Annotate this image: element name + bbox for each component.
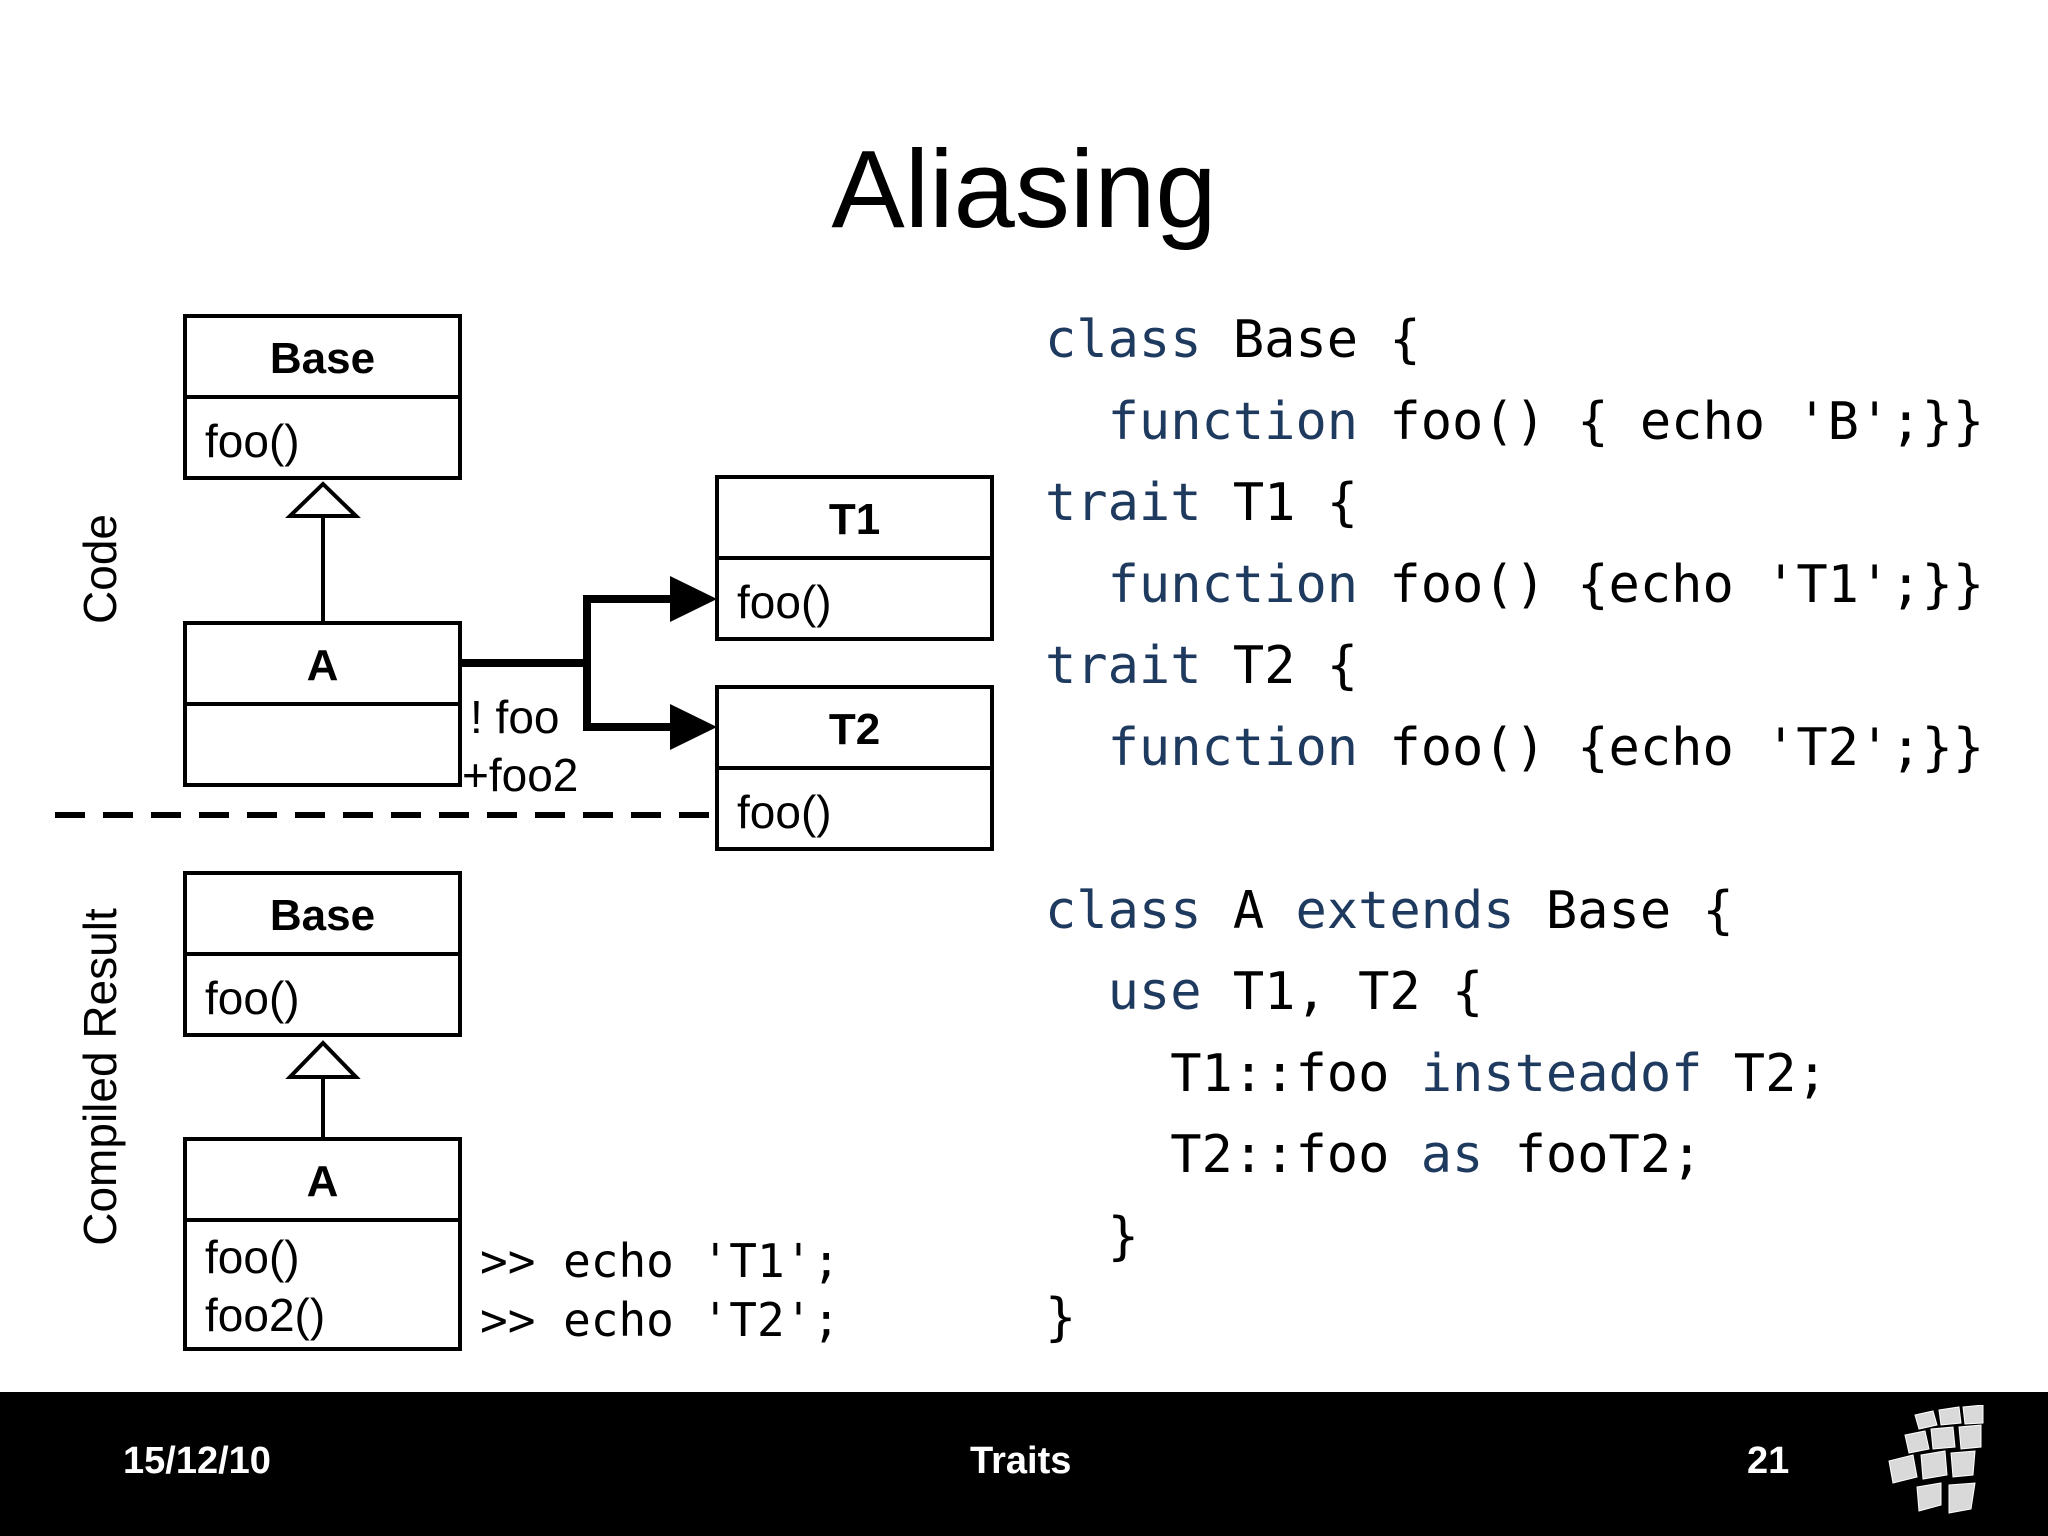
code-line: function foo() { echo 'B';}} [1045,382,1985,464]
code-keyword: function [1107,391,1359,452]
compiled-a-method-foo2: foo2() [205,1289,326,1341]
relation-exclude-label: ! foo [470,691,560,743]
code-text: T1::foo [1045,1043,1421,1104]
compiled-a-class-box [183,1137,462,1351]
code-text: Base { [1514,880,1734,941]
code-keyword: as [1420,1125,1484,1185]
footer-page-number: 21 [1747,1440,1790,1482]
code-text: T1, T2 { [1201,962,1484,1022]
footer-logo-icon [1888,1405,1984,1514]
code-keyword: trait [1045,636,1202,696]
code-line: } [1045,1278,1984,1360]
footer-title: Traits [970,1440,1072,1482]
code-keyword: use [1107,962,1202,1022]
code-text: } [1045,1288,1077,1348]
code-base-method: foo() [205,415,300,467]
code-text [1045,555,1108,615]
code-keyword: function [1107,554,1359,615]
t2-method: foo() [737,786,832,838]
code-text [1045,392,1108,452]
footer-date: 15/12/10 [123,1440,271,1482]
code-line: T1::foo insteadof T2; [1045,1034,1984,1116]
code-line: function foo() {echo 'T2';}} [1045,708,1985,790]
compiled-echo-t2: >> echo 'T2'; [480,1293,841,1347]
use-relation-t2-line [583,663,675,731]
code-line: trait T2 { [1045,626,1984,708]
code-text: Base { [1201,310,1421,370]
code-line: class A extends Base { [1045,871,1984,953]
code-a-class-name: A [306,641,339,690]
code-keyword: extends [1295,880,1515,941]
use-arrowhead-t1 [670,576,717,622]
relation-alias-label: +foo2 [462,749,579,801]
code-keyword: class [1045,310,1202,370]
code-text: foo() {echo 'T1';}} [1358,554,1985,615]
code-listing: class Base { function foo() { echo 'B';}… [1045,300,1984,1360]
compiled-base-method: foo() [205,972,300,1024]
code-text: } [1045,1206,1139,1267]
code-text: foo() { echo 'B';}} [1358,391,1985,452]
code-text: A [1201,880,1296,941]
code-text: fooT2; [1483,1125,1703,1185]
code-text: T2; [1702,1043,1828,1104]
compiled-a-class-name: A [306,1157,339,1206]
t1-method: foo() [737,576,832,628]
compiled-base-class-name: Base [269,891,376,940]
slide-title: Aliasing [831,128,1217,251]
compiled-section-label: Compiled Result [74,908,126,1246]
t2-trait-name: T2 [828,705,881,754]
compiled-echo-t1: >> echo 'T1'; [480,1234,841,1288]
code-text [1045,718,1108,778]
code-line: T2::foo as fooT2; [1045,1115,1984,1197]
code-keyword: trait [1045,473,1202,533]
use-arrowhead-t2 [670,704,717,750]
compiled-a-method-foo: foo() [205,1231,300,1283]
code-line: function foo() {echo 'T1';}} [1045,545,1985,627]
uml-diagram [55,314,994,1351]
code-base-class-name: Base [269,334,376,383]
code-line [1045,789,1984,871]
use-relation-t1-line [460,595,675,667]
code-text: foo() {echo 'T2';}} [1358,717,1985,778]
code-line: } [1045,1197,1984,1279]
code-line: trait T1 { [1045,463,1984,545]
slide-footer [0,1392,2048,1536]
code-text: T2 { [1201,636,1359,696]
code-line: use T1, T2 { [1045,952,1984,1034]
compiled-inheritance-arrowhead [285,1040,361,1079]
code-keyword: insteadof [1420,1043,1703,1104]
code-text [1045,962,1108,1022]
code-section-label: Code [74,514,126,624]
code-text: T1 { [1201,473,1359,533]
code-line: class Base { [1045,300,1984,382]
t1-trait-name: T1 [828,495,881,544]
code-keyword: class [1045,880,1202,941]
code-inheritance-arrowhead [285,481,361,518]
code-keyword: function [1107,717,1359,778]
code-text: T2::foo [1045,1125,1421,1185]
